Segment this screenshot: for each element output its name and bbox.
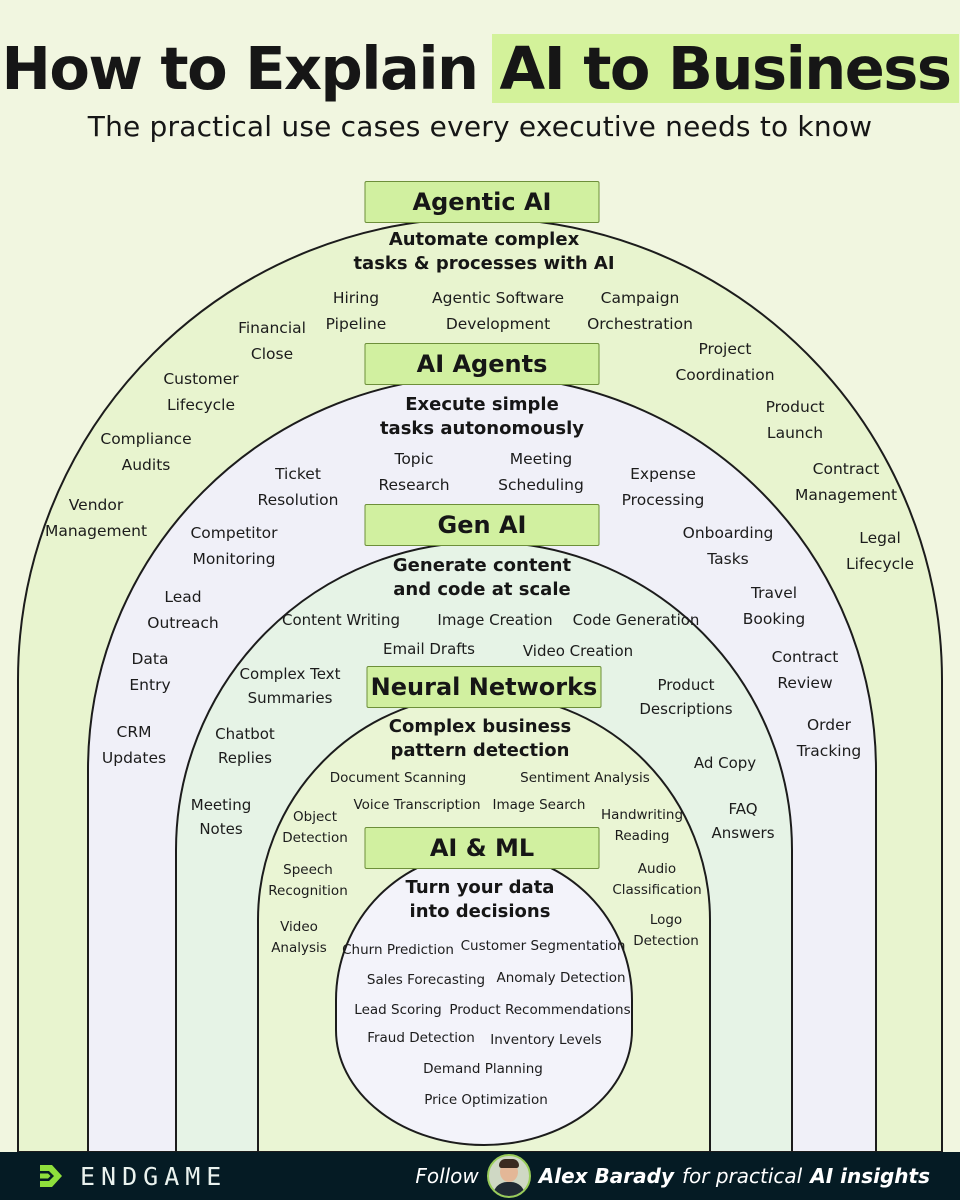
use-case-item: Image Creation — [437, 611, 553, 629]
use-case-item: Fraud Detection — [367, 1030, 475, 1046]
use-case-item: Email Drafts — [382, 640, 476, 658]
avatar[interactable] — [486, 1154, 531, 1198]
title-highlight: AI to Business — [491, 33, 959, 103]
label-agentic-ai: Agentic AI — [364, 181, 600, 223]
use-case-item: Image Search — [492, 797, 586, 813]
brand-name: ENDGAME — [80, 1161, 228, 1191]
page-title: How to Explain AI to Business — [0, 28, 960, 108]
use-case-item: Sentiment Analysis — [520, 770, 650, 786]
use-case-item: Anomaly Detection — [496, 970, 626, 986]
label-ai-ml: AI & ML — [364, 827, 600, 869]
label-ai-agents: AI Agents — [364, 343, 600, 385]
brand-logo[interactable]: ENDGAME — [38, 1152, 227, 1200]
follow-ai-text: AI insights — [810, 1164, 930, 1188]
use-case-item: Content Writing — [282, 611, 400, 629]
use-case-item: Product Recommendations — [449, 1002, 631, 1018]
ring-ai-ml — [335, 851, 633, 1146]
use-case-item: Customer Segmentation — [460, 938, 626, 954]
author-name[interactable]: Alex Barady — [538, 1164, 674, 1188]
use-case-item: Churn Prediction — [342, 942, 454, 958]
use-case-item: Ad Copy — [693, 754, 757, 772]
use-case-item: Demand Planning — [423, 1061, 543, 1077]
use-case-item: Code Generation — [572, 611, 700, 629]
use-case-item: Price Optimization — [424, 1092, 548, 1108]
follow-cta[interactable]: Follow Alex Barady for practical AI insi… — [415, 1152, 930, 1200]
title-part-1: How to Explain — [1, 33, 479, 103]
use-case-item: Lead Scoring — [354, 1002, 442, 1018]
footer-bar: ENDGAME Follow Alex Barady for practical… — [0, 1152, 960, 1200]
endgame-logo-icon — [40, 1165, 62, 1187]
label-gen-ai: Gen AI — [364, 504, 600, 546]
page-subtitle: The practical use cases every executive … — [87, 110, 873, 143]
use-case-item: Video Creation — [522, 642, 634, 660]
use-case-item: Voice Transcription — [353, 797, 481, 813]
use-case-item: Inventory Levels — [490, 1032, 602, 1048]
follow-text: Follow — [415, 1164, 479, 1188]
use-case-item: Sales Forecasting — [366, 972, 486, 988]
follow-for-text: for practical — [682, 1164, 803, 1188]
use-case-item: Document Scanning — [329, 770, 467, 786]
label-neural-networks: Neural Networks — [366, 666, 602, 708]
